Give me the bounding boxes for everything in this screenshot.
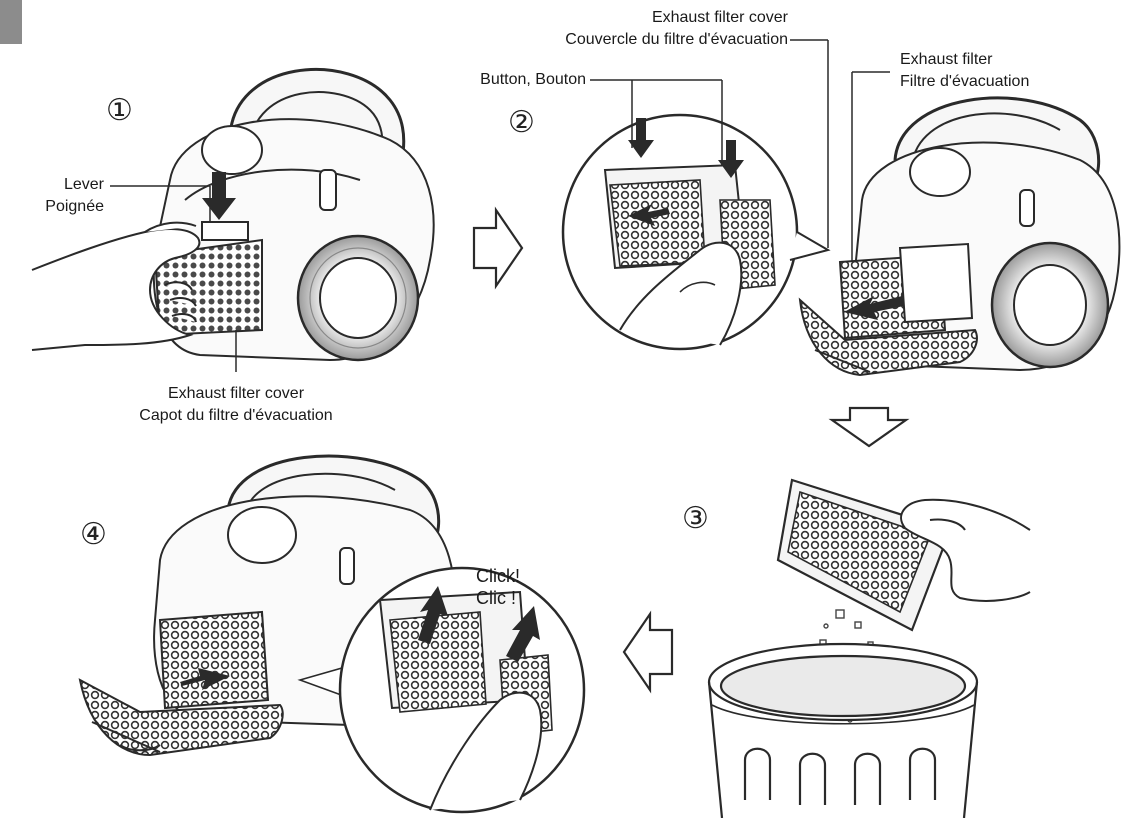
label-top-cover-fr: Couvercle du filtre d'évacuation: [565, 31, 788, 48]
label-lever-fr: Poignée: [45, 198, 104, 215]
label-button: Button, Bouton: [480, 71, 586, 88]
label-click-fr: Clic !: [476, 588, 516, 608]
arrow-down-icon: [828, 406, 910, 448]
label-cover-en: Exhaust filter cover: [167, 385, 305, 402]
step1-hand-icon: [31, 221, 201, 351]
label-cover-fr: Capot du filtre d'évacuation: [139, 407, 333, 424]
step1-leader-lines: [110, 185, 237, 372]
label-top-cover-en: Exhaust filter cover: [651, 9, 788, 26]
step4-zoom-circle: [297, 566, 586, 814]
step-number-2: ②: [508, 106, 535, 139]
label-click-en: Click!: [476, 566, 520, 586]
step-number-1: ①: [106, 94, 133, 127]
step2-zoom-circle: [561, 113, 831, 351]
step-number-3: ③: [682, 502, 709, 535]
arrow-right-icon: [472, 206, 524, 290]
step3-hand-icon: [900, 498, 1031, 602]
arrow-left-icon: [622, 610, 674, 694]
step2-vacuum-icon: [798, 96, 1121, 377]
label-filter-en: Exhaust filter: [900, 51, 993, 68]
step1-vacuum-icon: [152, 67, 435, 362]
corner-tab: [0, 0, 22, 44]
step-number-4: ④: [80, 518, 107, 551]
label-lever-en: Lever: [63, 176, 104, 193]
step2-leader-lines: [590, 39, 890, 268]
trash-bin-icon: [707, 642, 979, 818]
label-filter-fr: Filtre d'évacuation: [900, 73, 1030, 90]
